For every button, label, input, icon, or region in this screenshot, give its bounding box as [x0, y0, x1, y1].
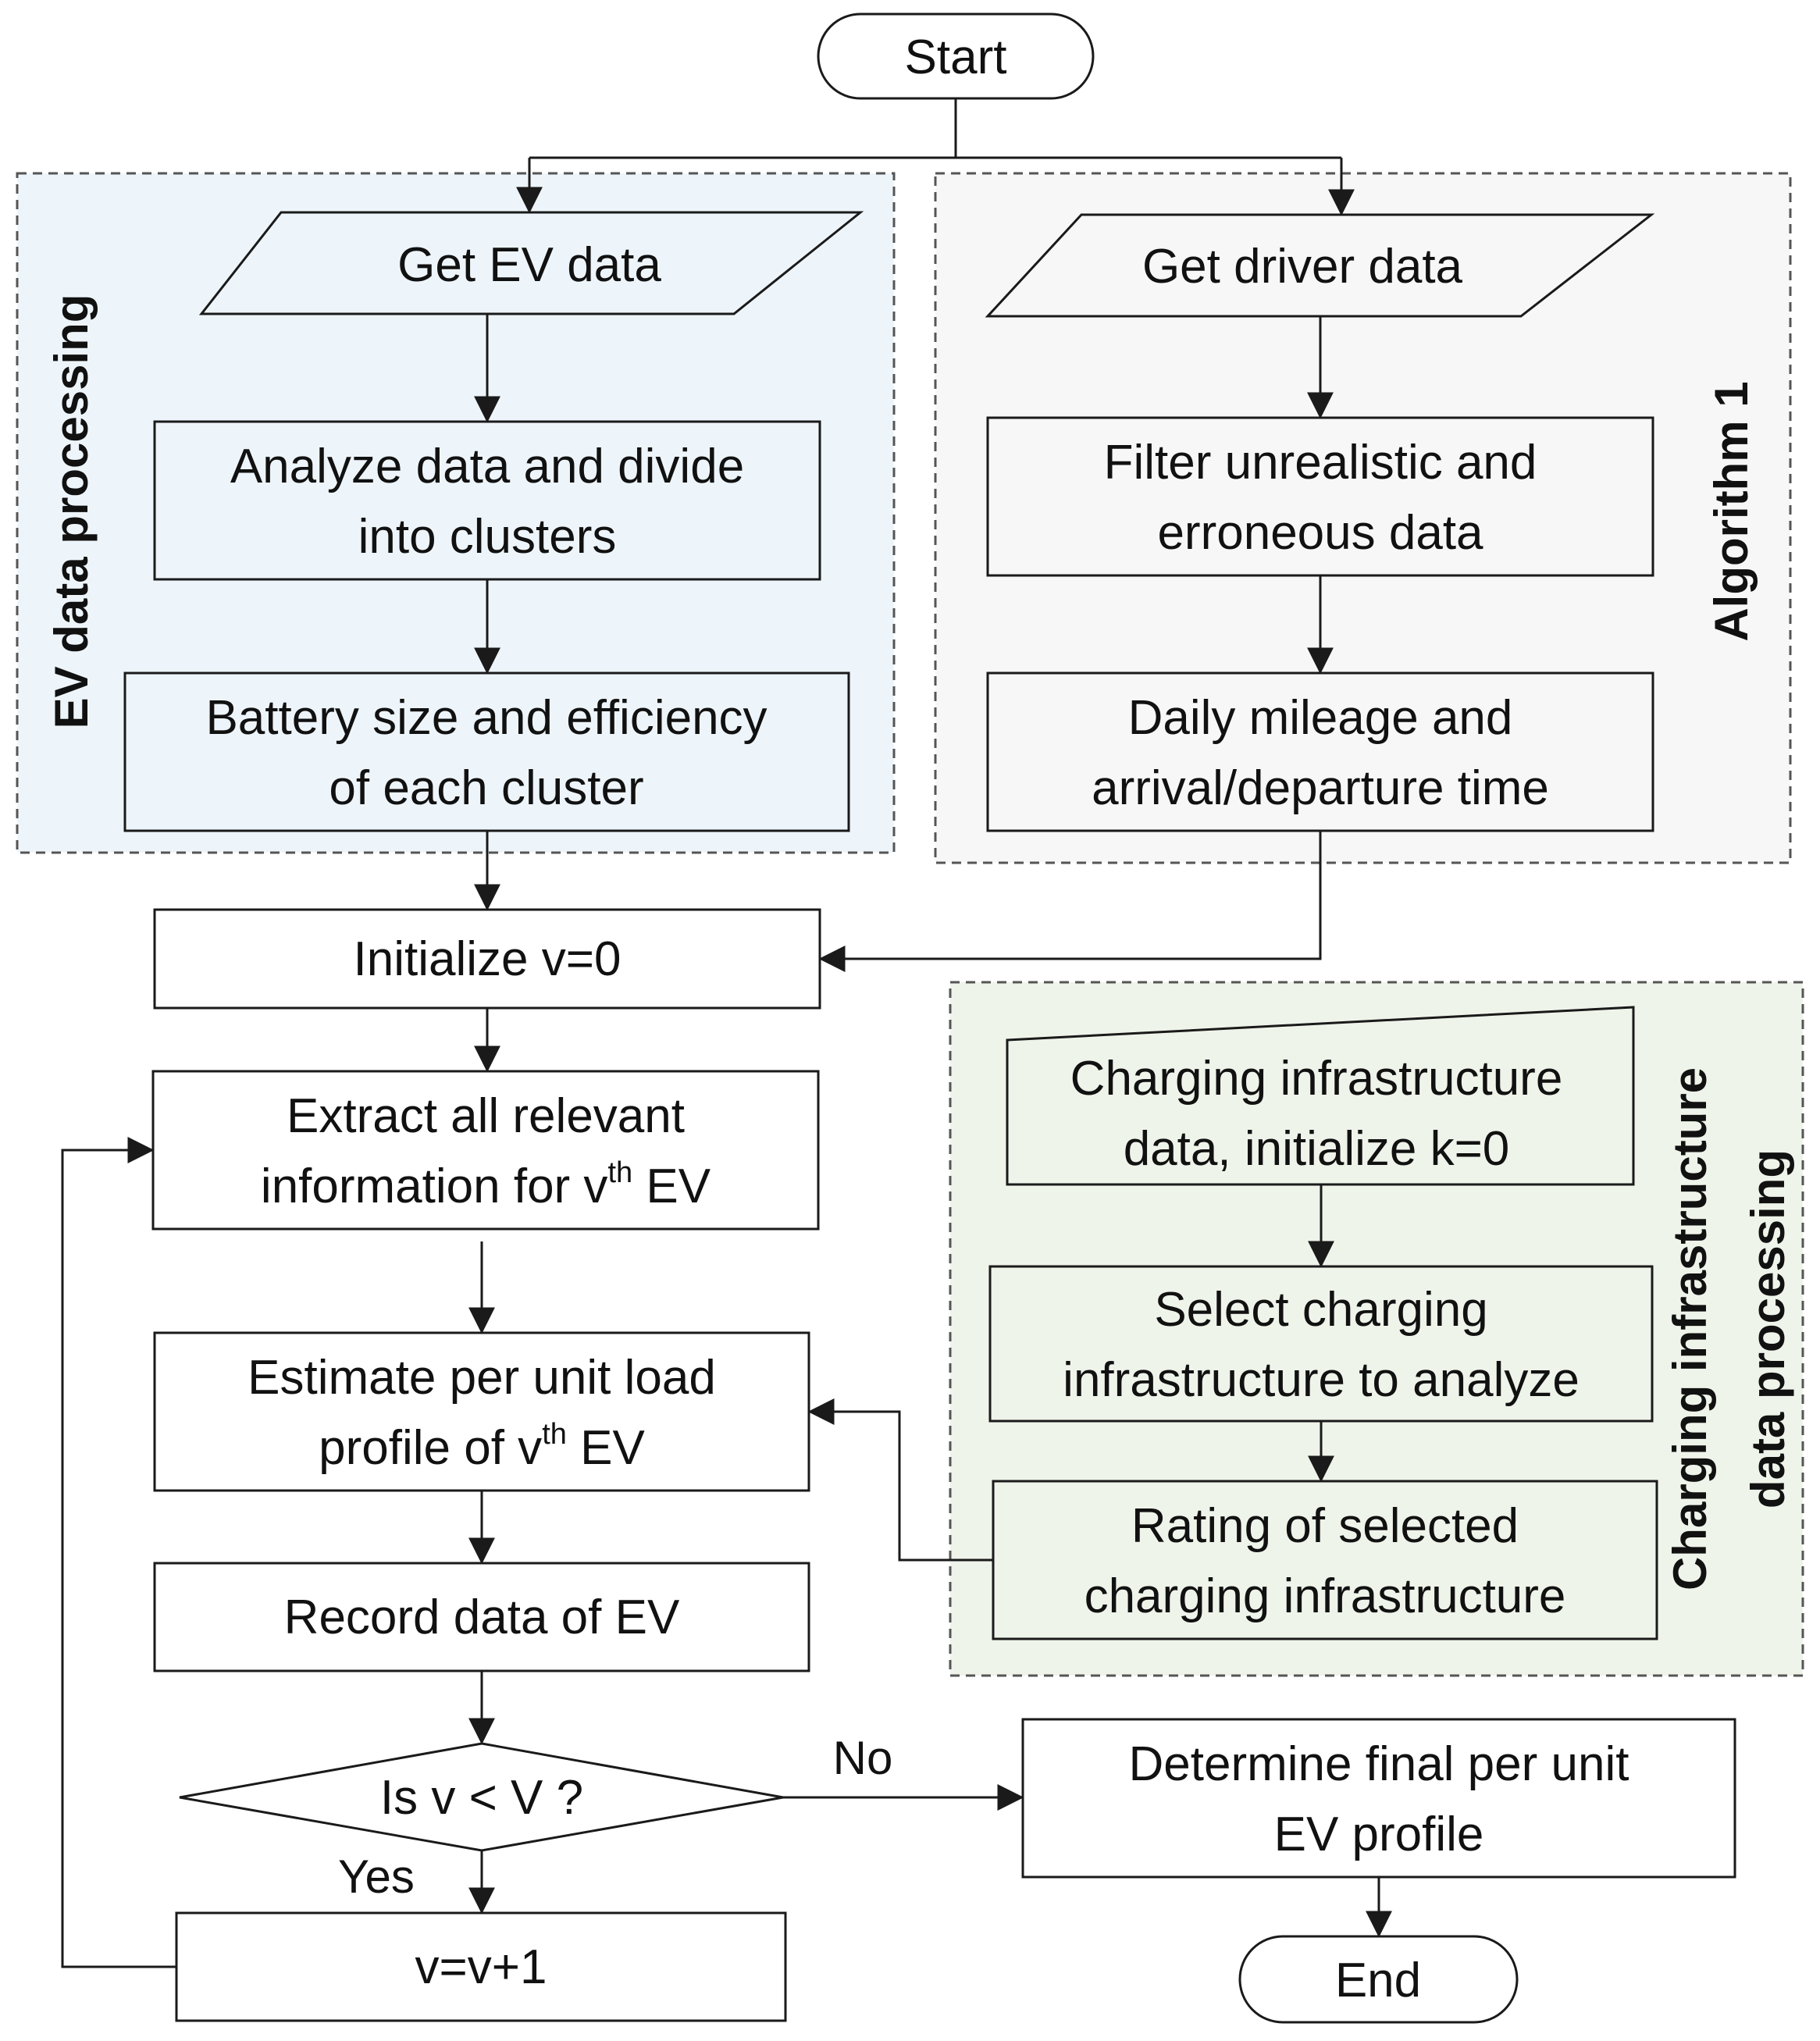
- battery-size-process: [123, 671, 850, 832]
- mileage-line1: Daily mileage and: [1128, 691, 1513, 745]
- final-line2: EV profile: [1274, 1808, 1484, 1861]
- estimate-line1: Estimate per unit load: [248, 1351, 716, 1405]
- battery-line2: of each cluster: [329, 761, 643, 815]
- decision-label: Is v < V ?: [380, 1771, 583, 1825]
- extract-line1: Extract all relevant: [287, 1089, 685, 1143]
- group-label-ev: EV data processing: [45, 294, 98, 729]
- edge-rating-to-estimate: [807, 1398, 993, 1562]
- record-label: Record data of EV: [284, 1590, 680, 1644]
- filter-line2: erroneous data: [1157, 506, 1483, 560]
- get-ev-data-input: [198, 211, 864, 315]
- initialize-v-label: Initialize v=0: [354, 932, 622, 986]
- select-infrastructure-process: [988, 1265, 1654, 1423]
- select-line2: infrastructure to analyze: [1063, 1353, 1580, 1407]
- group-label-algorithm: Algorithm 1: [1705, 381, 1758, 641]
- mileage-line2: arrival/departure time: [1092, 761, 1549, 815]
- group-label-infra-line2: data processing: [1742, 1149, 1794, 1508]
- estimate-profile-process: [153, 1331, 810, 1492]
- charging-input-line1: Charging infrastructure: [1070, 1052, 1563, 1106]
- final-profile-process: [1021, 1718, 1736, 1879]
- edge-label-no: No: [833, 1732, 893, 1784]
- select-line1: Select charging: [1154, 1283, 1487, 1337]
- group-label-infra-line1: Charging infrastructure: [1664, 1067, 1716, 1590]
- get-driver-data-label: Get driver data: [1142, 240, 1463, 294]
- analyze-line2: into clusters: [358, 510, 617, 564]
- edge-label-yes: Yes: [338, 1850, 415, 1903]
- battery-line1: Battery size and efficiency: [205, 691, 767, 745]
- edge-increment-loop: [61, 1137, 176, 1968]
- get-driver-data-input: [985, 213, 1655, 318]
- filter-data-process: [986, 416, 1654, 577]
- increment-label: v=v+1: [415, 1940, 547, 1994]
- end-label: End: [1335, 1954, 1421, 2007]
- get-ev-data-label: Get EV data: [397, 238, 661, 292]
- estimate-line2: profile of vth EV: [319, 1418, 645, 1475]
- final-line1: Determine final per unit: [1129, 1737, 1629, 1791]
- record-data-process: [153, 1562, 810, 1672]
- analyze-data-process: [153, 420, 821, 581]
- charging-input-line2: data, initialize k=0: [1124, 1122, 1510, 1176]
- analyze-line1: Analyze data and divide: [230, 440, 744, 493]
- filter-line1: Filter unrealistic and: [1104, 436, 1537, 490]
- rating-line2: charging infrastructure: [1085, 1569, 1566, 1623]
- start-label: Start: [905, 30, 1007, 84]
- rating-line1: Rating of selected: [1131, 1499, 1519, 1553]
- increment-v-process: [175, 1911, 787, 2022]
- edge-mileage-to-init: [818, 831, 1322, 972]
- charging-data-input: [1006, 1006, 1635, 1186]
- extract-line2: information for vth EV: [261, 1156, 711, 1213]
